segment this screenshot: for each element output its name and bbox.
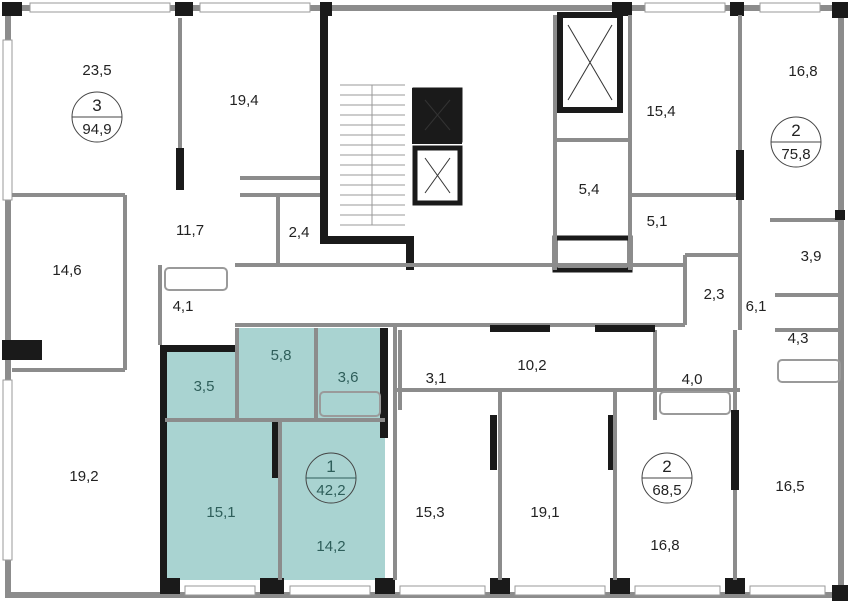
room-area: 11,7: [176, 222, 204, 239]
room-area: 16,5: [775, 478, 804, 495]
room-area: 6,1: [746, 298, 767, 315]
room-area: 10,2: [517, 357, 546, 374]
elevator-icons: [424, 24, 613, 194]
room-area: 2,4: [289, 224, 310, 241]
apartment-rooms: 2: [791, 121, 800, 140]
staircase: [340, 84, 405, 226]
room-area: 23,5: [82, 62, 111, 79]
room-area: 5,1: [647, 213, 668, 230]
room-area: 4,3: [788, 330, 809, 347]
room-area: 14,6: [52, 262, 81, 279]
apartment-area: 42,2: [316, 482, 345, 499]
room-area: 5,8: [271, 347, 292, 364]
apartment-area: 75,8: [781, 146, 810, 163]
room-area: 15,3: [415, 504, 444, 521]
room-area: 14,2: [316, 538, 345, 555]
room-area: 3,6: [338, 369, 359, 386]
room-area: 15,1: [206, 504, 235, 521]
room-area: 16,8: [650, 537, 679, 554]
apartment-area: 94,9: [82, 121, 111, 138]
room-area: 4,1: [173, 298, 194, 315]
apartment-badge-3[interactable]: 3 94,9: [71, 91, 123, 143]
apartment-rooms: 3: [92, 96, 101, 115]
room-area: 3,5: [194, 378, 215, 395]
apartment-badge-1[interactable]: 1 42,2: [305, 452, 357, 504]
apartment-badge-2a[interactable]: 2 68,5: [641, 452, 693, 504]
room-area: 19,2: [69, 468, 98, 485]
room-area: 19,1: [530, 504, 559, 521]
room-labels: 23,5 19,4 11,7 2,4 14,6 4,1 5,8 3,6 3,5 …: [52, 62, 821, 555]
room-area: 15,4: [646, 103, 675, 120]
room-area: 3,1: [426, 370, 447, 387]
apartment-badge-2b[interactable]: 2 75,8: [770, 116, 822, 168]
room-area: 5,4: [579, 181, 600, 198]
room-area: 16,8: [788, 63, 817, 80]
apartment-rooms: 1: [326, 457, 335, 476]
interior-walls: [12, 12, 845, 580]
room-area: 3,9: [801, 248, 822, 265]
apartment-rooms: 2: [662, 457, 671, 476]
room-area: 4,0: [682, 371, 703, 388]
room-area: 2,3: [704, 286, 725, 303]
apartment-area: 68,5: [652, 482, 681, 499]
bathtubs: [164, 267, 841, 417]
room-area: 19,4: [229, 92, 258, 109]
